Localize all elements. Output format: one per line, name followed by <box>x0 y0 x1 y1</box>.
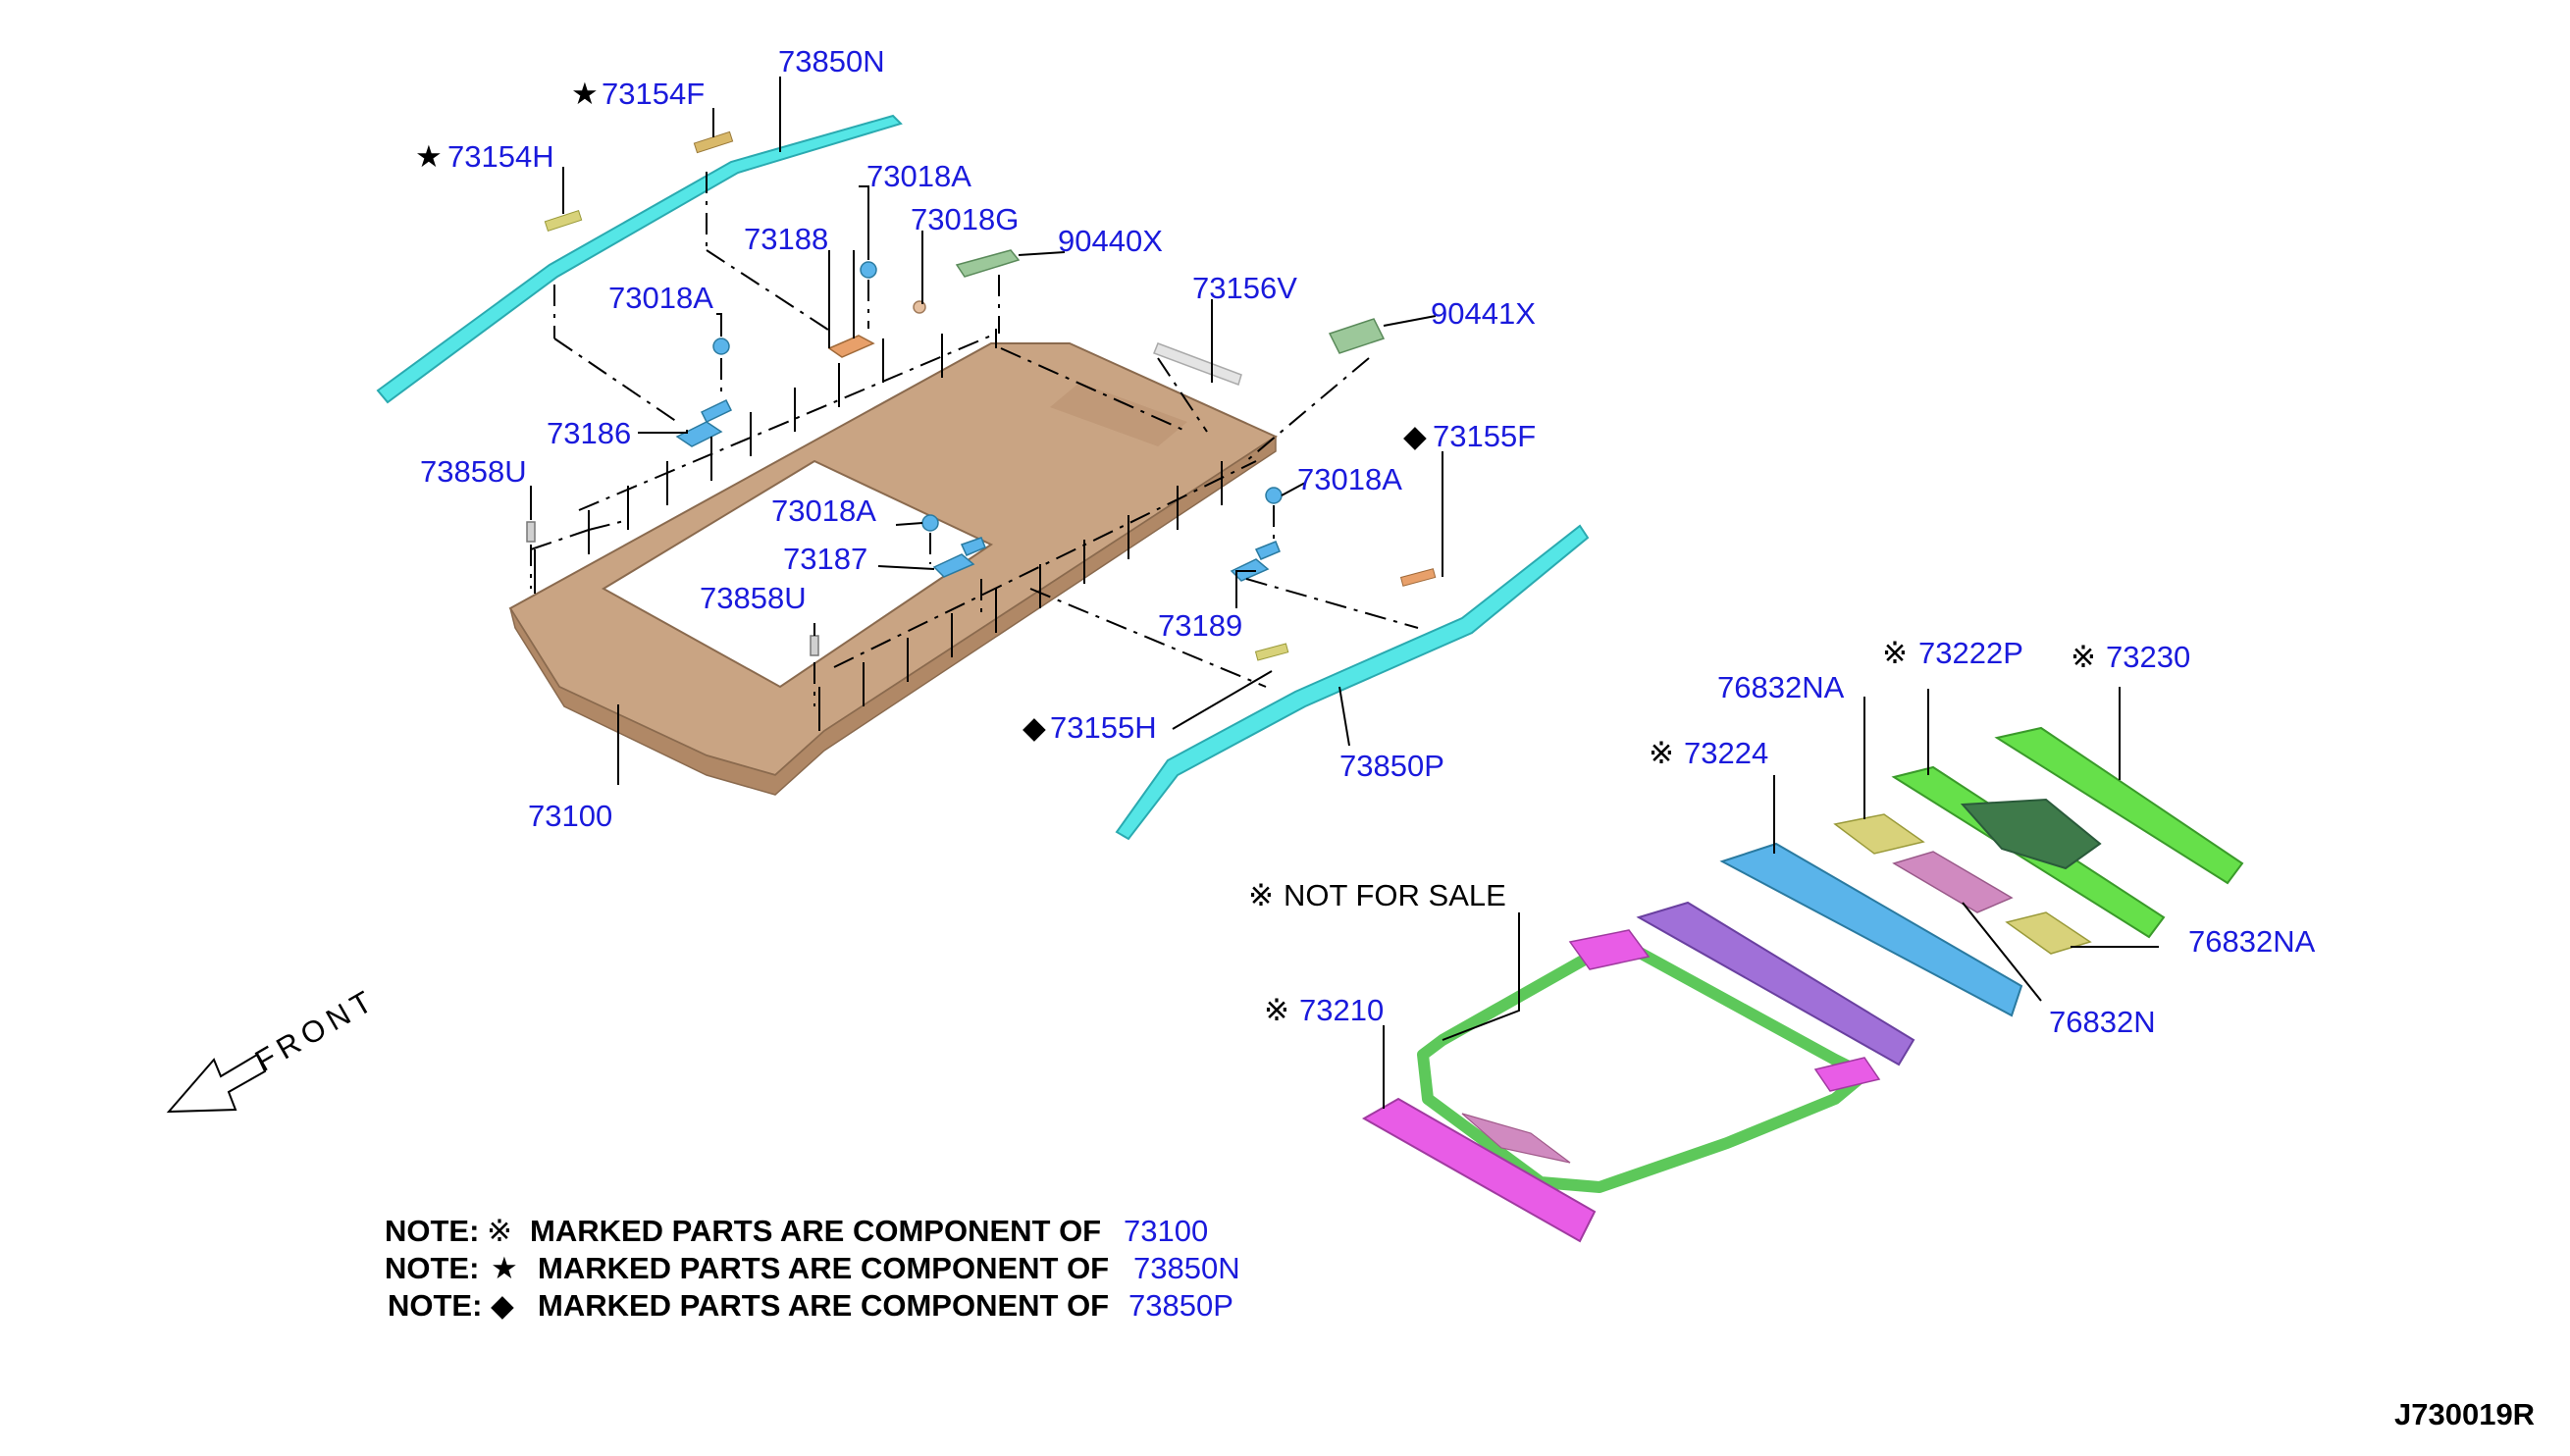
note-1-text: MARKED PARTS ARE COMPONENT OF <box>530 1214 1101 1248</box>
diamond-symbol-73155H: ◆ <box>1023 710 1046 745</box>
diagram-code: J730019R <box>2394 1397 2535 1431</box>
label-73100: 73100 <box>528 799 612 833</box>
pad-73154F[interactable] <box>693 130 734 154</box>
label-73858U-left: 73858U <box>420 454 527 489</box>
diamond-symbol-73155F: ◆ <box>1403 419 1427 453</box>
bow-73230[interactable] <box>1994 726 2244 885</box>
bracket-73188[interactable] <box>827 335 875 358</box>
label-73189: 73189 <box>1158 608 1242 643</box>
label-73858U-center: 73858U <box>700 581 807 615</box>
pad-73155F[interactable] <box>1399 568 1437 587</box>
ref-symbol-73230: ※ <box>2071 640 2096 674</box>
ref-symbol-73224: ※ <box>1649 736 1674 770</box>
bow-73210[interactable] <box>1361 1097 1597 1243</box>
label-73154F: 73154F <box>602 77 705 111</box>
label-73018A-top: 73018A <box>866 159 971 193</box>
front-label: FRONT <box>249 981 383 1078</box>
note-3-prefix: NOTE: <box>388 1288 482 1323</box>
pad-73155H[interactable] <box>1254 643 1289 661</box>
note-3-symbol: ◆ <box>491 1288 514 1323</box>
label-73154H: 73154H <box>447 139 554 174</box>
bracket-90441X[interactable] <box>1328 318 1386 354</box>
note-2-part: 73850N <box>1133 1251 1240 1285</box>
label-73222P: 73222P <box>1918 636 2023 670</box>
bracket-73186[interactable] <box>675 399 733 447</box>
clip-73018A-1[interactable] <box>712 338 730 355</box>
strip-73156V[interactable] <box>1153 342 1242 386</box>
roof-panel-73100[interactable] <box>508 342 1279 796</box>
note-1-symbol: ※ <box>487 1214 512 1248</box>
label-73018A-left: 73018A <box>608 281 713 315</box>
bracket-90440X[interactable] <box>955 249 1021 278</box>
label-73155F: 73155F <box>1433 419 1536 453</box>
pad-76832NA-2[interactable] <box>2005 911 2092 955</box>
note-1-part: 73100 <box>1124 1214 1208 1248</box>
label-73155H: 73155H <box>1050 710 1157 745</box>
bolt-73858U-1[interactable] <box>526 521 536 543</box>
clip-73018A-4[interactable] <box>1265 487 1283 504</box>
assembly-lines <box>530 172 1419 706</box>
label-73018A-center: 73018A <box>771 494 876 528</box>
edge-ticks <box>534 329 1223 731</box>
roof-rail-73850P[interactable] <box>1115 524 1590 841</box>
star-symbol-73154F: ★ <box>571 77 599 111</box>
clip-73018A-3[interactable] <box>921 514 939 532</box>
bow-73224[interactable] <box>1719 842 2023 1017</box>
label-90440X: 90440X <box>1058 224 1163 258</box>
notes-block: NOTE: ※ MARKED PARTS ARE COMPONENT OF 73… <box>385 1214 1240 1323</box>
front-arrow-icon <box>166 1053 267 1114</box>
ref-symbol-73210: ※ <box>1264 993 1289 1027</box>
star-symbol-73154H: ★ <box>415 139 443 174</box>
bolt-73858U-2[interactable] <box>810 635 819 656</box>
label-73210: 73210 <box>1299 993 1384 1027</box>
note-2-text: MARKED PARTS ARE COMPONENT OF <box>538 1251 1109 1285</box>
note-1-prefix: NOTE: <box>385 1214 479 1248</box>
label-76832NA-top: 76832NA <box>1717 670 1845 704</box>
ref-symbol-73222P: ※ <box>1882 636 1908 670</box>
note-2-symbol: ★ <box>491 1251 518 1285</box>
bracket-73189[interactable] <box>1230 541 1281 582</box>
label-76832N: 76832N <box>2049 1005 2156 1039</box>
label-73230: 73230 <box>2106 640 2190 674</box>
note-3-part: 73850P <box>1128 1288 1233 1323</box>
ref-symbol-not-for-sale: ※ <box>1248 878 1274 912</box>
label-73018G: 73018G <box>911 202 1019 236</box>
label-73018A-right: 73018A <box>1297 462 1402 496</box>
note-3-text: MARKED PARTS ARE COMPONENT OF <box>538 1288 1109 1323</box>
label-90441X: 90441X <box>1431 296 1536 331</box>
bracket-73187[interactable] <box>932 537 986 578</box>
label-73224: 73224 <box>1684 736 1768 770</box>
leader-lines <box>530 77 2159 1109</box>
bow-73222P[interactable] <box>1891 765 2166 939</box>
label-73187: 73187 <box>783 542 867 576</box>
note-2-prefix: NOTE: <box>385 1251 479 1285</box>
label-73850P: 73850P <box>1339 749 1444 783</box>
sunroof-opening <box>602 459 994 689</box>
label-73188: 73188 <box>744 222 828 256</box>
clip-73018G[interactable] <box>913 300 926 314</box>
frame-ring[interactable] <box>1417 929 1881 1193</box>
label-73850N: 73850N <box>778 44 885 78</box>
pad-73154H[interactable] <box>544 210 583 232</box>
label-73156V: 73156V <box>1192 271 1297 305</box>
label-not-for-sale: NOT FOR SALE <box>1284 878 1506 912</box>
label-76832NA-bottom: 76832NA <box>2188 924 2316 959</box>
front-direction-indicator: FRONT <box>166 981 383 1114</box>
pad-76832N[interactable] <box>1892 851 2014 913</box>
pad-76832NA-1[interactable] <box>1833 813 1925 855</box>
clip-73018A-2[interactable] <box>860 261 877 279</box>
roof-rail-73850N[interactable] <box>376 114 903 404</box>
label-73186: 73186 <box>547 416 631 450</box>
bow-purple[interactable] <box>1636 901 1915 1066</box>
